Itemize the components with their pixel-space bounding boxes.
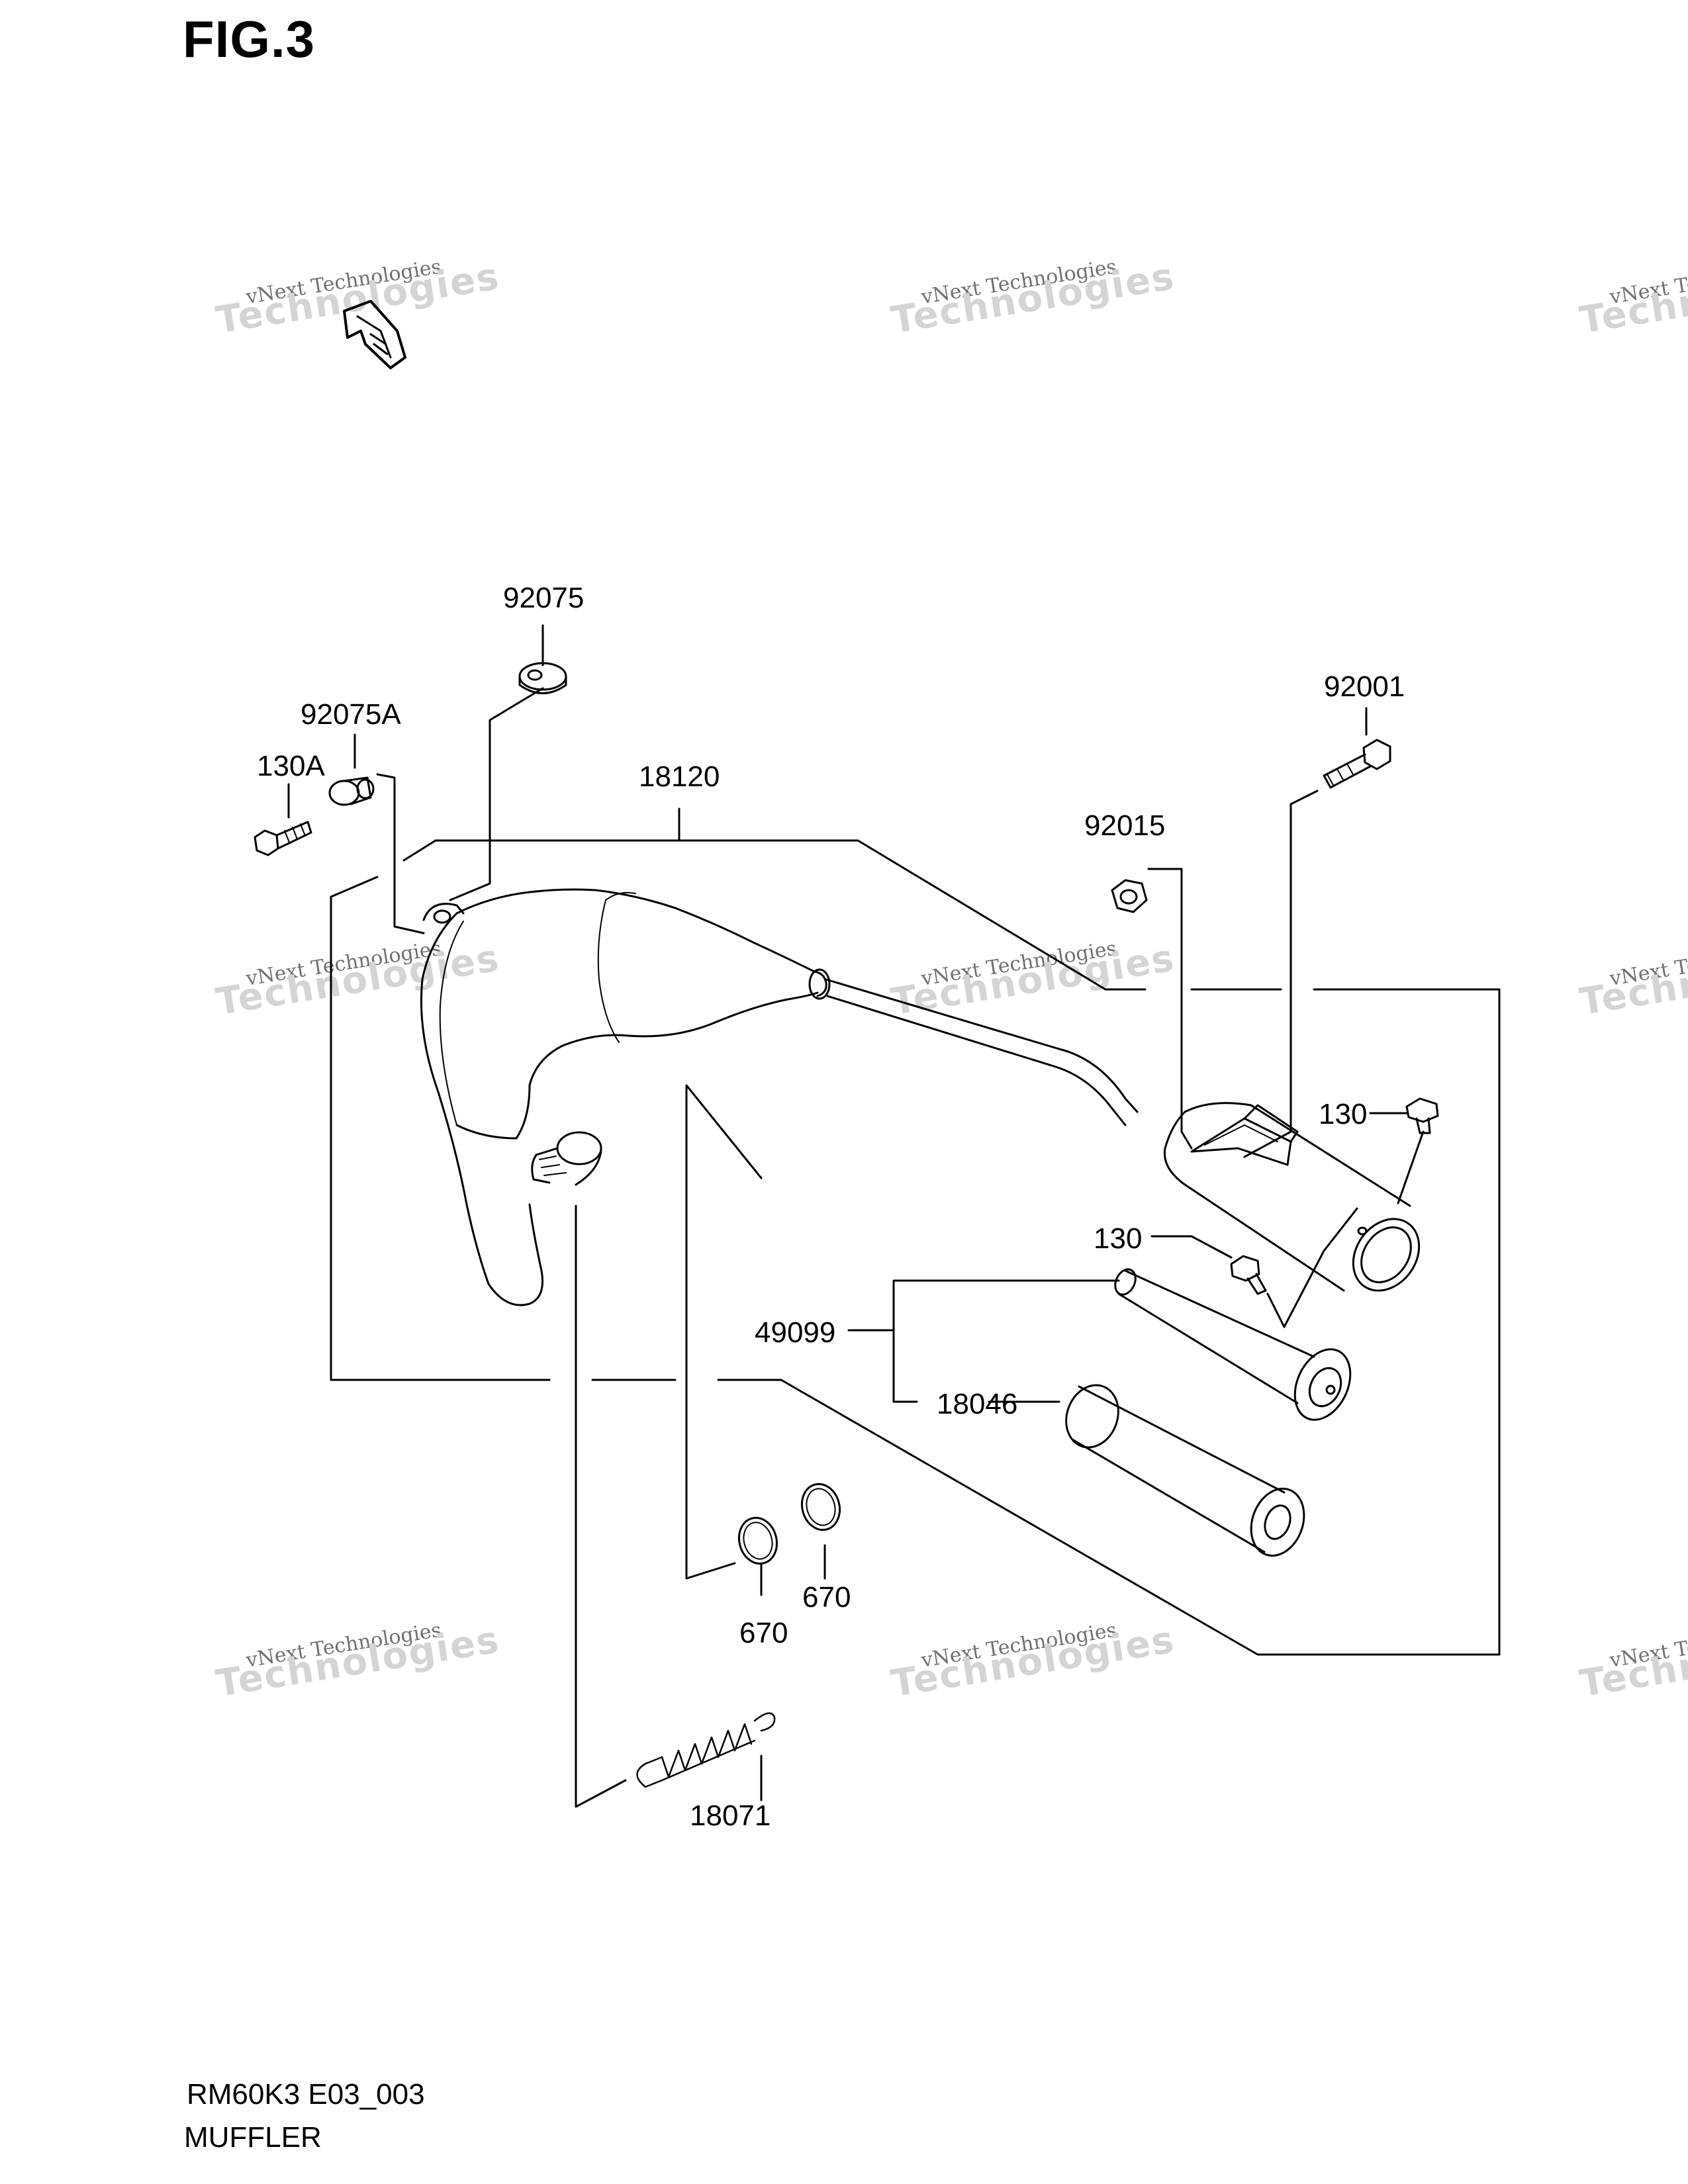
bolt-130-upper bbox=[1405, 1097, 1439, 1134]
label-92001: 92001 bbox=[1324, 670, 1405, 703]
label-670-left: 670 bbox=[739, 1617, 788, 1649]
leader-lines bbox=[287, 624, 1501, 1808]
label-49099: 49099 bbox=[755, 1316, 835, 1349]
front-direction-arrow-icon bbox=[343, 300, 406, 369]
exhaust-outlet-pipe bbox=[531, 1131, 602, 1186]
label-130A: 130A bbox=[257, 750, 325, 782]
spring-18071 bbox=[636, 1712, 776, 1788]
label-92075A: 92075A bbox=[301, 698, 401, 731]
diagram-name: MUFFLER bbox=[184, 2121, 322, 2154]
label-92015: 92015 bbox=[1084, 809, 1165, 842]
label-18120: 18120 bbox=[639, 760, 720, 793]
label-130-lower: 130 bbox=[1094, 1222, 1142, 1255]
diagram-code: RM60K3 E03_003 bbox=[187, 2078, 425, 2111]
silencer bbox=[1163, 1102, 1421, 1292]
bolt-92001 bbox=[1323, 739, 1391, 789]
nut-92015 bbox=[1111, 879, 1148, 913]
label-18071: 18071 bbox=[690, 1799, 771, 1832]
figure-title: FIG.3 bbox=[183, 10, 316, 68]
label-18046: 18046 bbox=[937, 1388, 1017, 1420]
o-ring-670-right bbox=[800, 1482, 841, 1531]
o-ring-670-left bbox=[737, 1516, 778, 1565]
grommet-92075A bbox=[328, 776, 375, 806]
bolt-130A bbox=[254, 821, 312, 856]
label-130-upper: 130 bbox=[1319, 1098, 1367, 1130]
glass-wool-18046 bbox=[1065, 1384, 1305, 1557]
grommet-92075 bbox=[518, 662, 567, 694]
bolt-130-lower bbox=[1230, 1255, 1267, 1295]
label-670-right: 670 bbox=[802, 1581, 851, 1614]
inner-pipe-49099 bbox=[1114, 1268, 1352, 1421]
part-labels: 92075 92075A 130A 18120 92001 92015 130 … bbox=[257, 582, 1405, 1832]
expansion-chamber bbox=[420, 888, 1139, 1306]
label-92075: 92075 bbox=[503, 582, 584, 614]
